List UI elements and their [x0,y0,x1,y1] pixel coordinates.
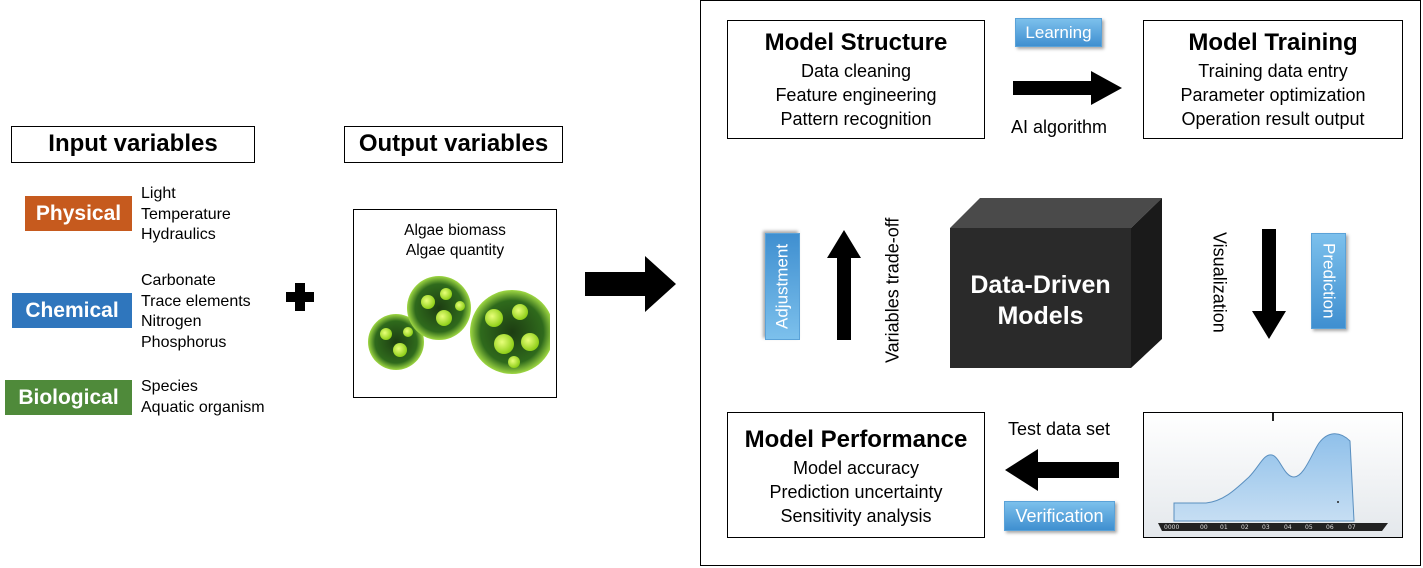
physical-list: Light Temperature Hydraulics [141,184,231,246]
arrow-down [1252,229,1286,339]
test-data-set-label: Test data set [1008,419,1111,439]
framework-panel [700,0,1421,566]
model-structure-box: Model Structure Data cleaning Feature en… [727,20,985,139]
svg-text:00: 00 [1200,524,1208,531]
arrow-to-training [1013,71,1122,105]
algae-cells-image [368,276,550,374]
chemical-list: Carbonate Trace elements Nitrogen Phosph… [141,271,251,353]
verification-tag: Verification [1004,501,1115,531]
svg-text:02: 02 [1241,524,1249,531]
list-item: Data cleaning [800,61,912,81]
list-item: Temperature [141,205,231,223]
list-item: Carbonate [141,272,216,289]
adjustment-tag: Adjustment [765,233,800,340]
svg-text:0000: 0000 [1164,524,1179,531]
list-item: Species [141,378,198,395]
svg-text:03: 03 [1262,524,1270,531]
model-performance-title: Model Performance [744,426,968,453]
list-item: Training data entry [1198,61,1348,81]
svg-text:07: 07 [1348,524,1356,531]
list-item: Pattern recognition [780,109,932,129]
category-physical-badge: Physical [25,196,132,231]
category-biological-badge: Biological [5,380,132,415]
biological-list: Species Aquatic organism [141,377,265,418]
learning-tag: Learning [1015,18,1102,47]
plus-icon [286,283,314,311]
svg-text:04: 04 [1284,524,1292,531]
list-item: Nitrogen [141,313,202,330]
list-item: Parameter optimization [1180,85,1366,105]
output-item: Algae quantity [405,242,505,259]
core-label-line: Models [997,302,1084,330]
prediction-tag: Prediction [1311,233,1346,329]
list-item: Sensitivity analysis [780,506,932,526]
variables-tradeoff-label: Variables trade-off [882,217,903,363]
list-item: Aquatic organism [141,398,265,416]
arrow-left [1005,449,1119,491]
model-training-box: Model Training Training data entry Param… [1143,20,1403,139]
svg-text:06: 06 [1326,524,1334,531]
model-performance-box: Model Performance Model accuracy Predict… [727,412,985,538]
list-item: Trace elements [141,292,251,310]
arrow-up [827,230,861,340]
list-item: Hydraulics [141,226,216,243]
ai-algorithm-label: AI algorithm [1011,117,1108,137]
list-item: Phosphorus [141,333,227,351]
list-item: Operation result output [1181,109,1365,129]
output-item: Algae biomass [404,222,506,239]
svg-text:01: 01 [1220,524,1228,531]
list-item: Model accuracy [792,458,920,478]
data-driven-cube [950,198,1162,368]
core-label-line: Data-Driven [970,271,1111,299]
list-item: Prediction uncertainty [769,482,943,502]
output-box: Algae biomass Algae quantity [353,209,557,398]
model-training-title: Model Training [1188,29,1358,56]
list-item: Feature engineering [775,85,937,105]
core-label: Data-Driven Models [950,270,1131,332]
visualization-label: Visualization [1209,232,1230,333]
main-arrow-right [585,256,676,312]
category-chemical-badge: Chemical [12,293,132,328]
list-item: Light [141,185,176,202]
svg-text:05: 05 [1305,524,1313,531]
input-variables-title: Input variables [11,126,255,163]
model-structure-title: Model Structure [764,29,948,56]
output-variables-title: Output variables [344,126,563,163]
